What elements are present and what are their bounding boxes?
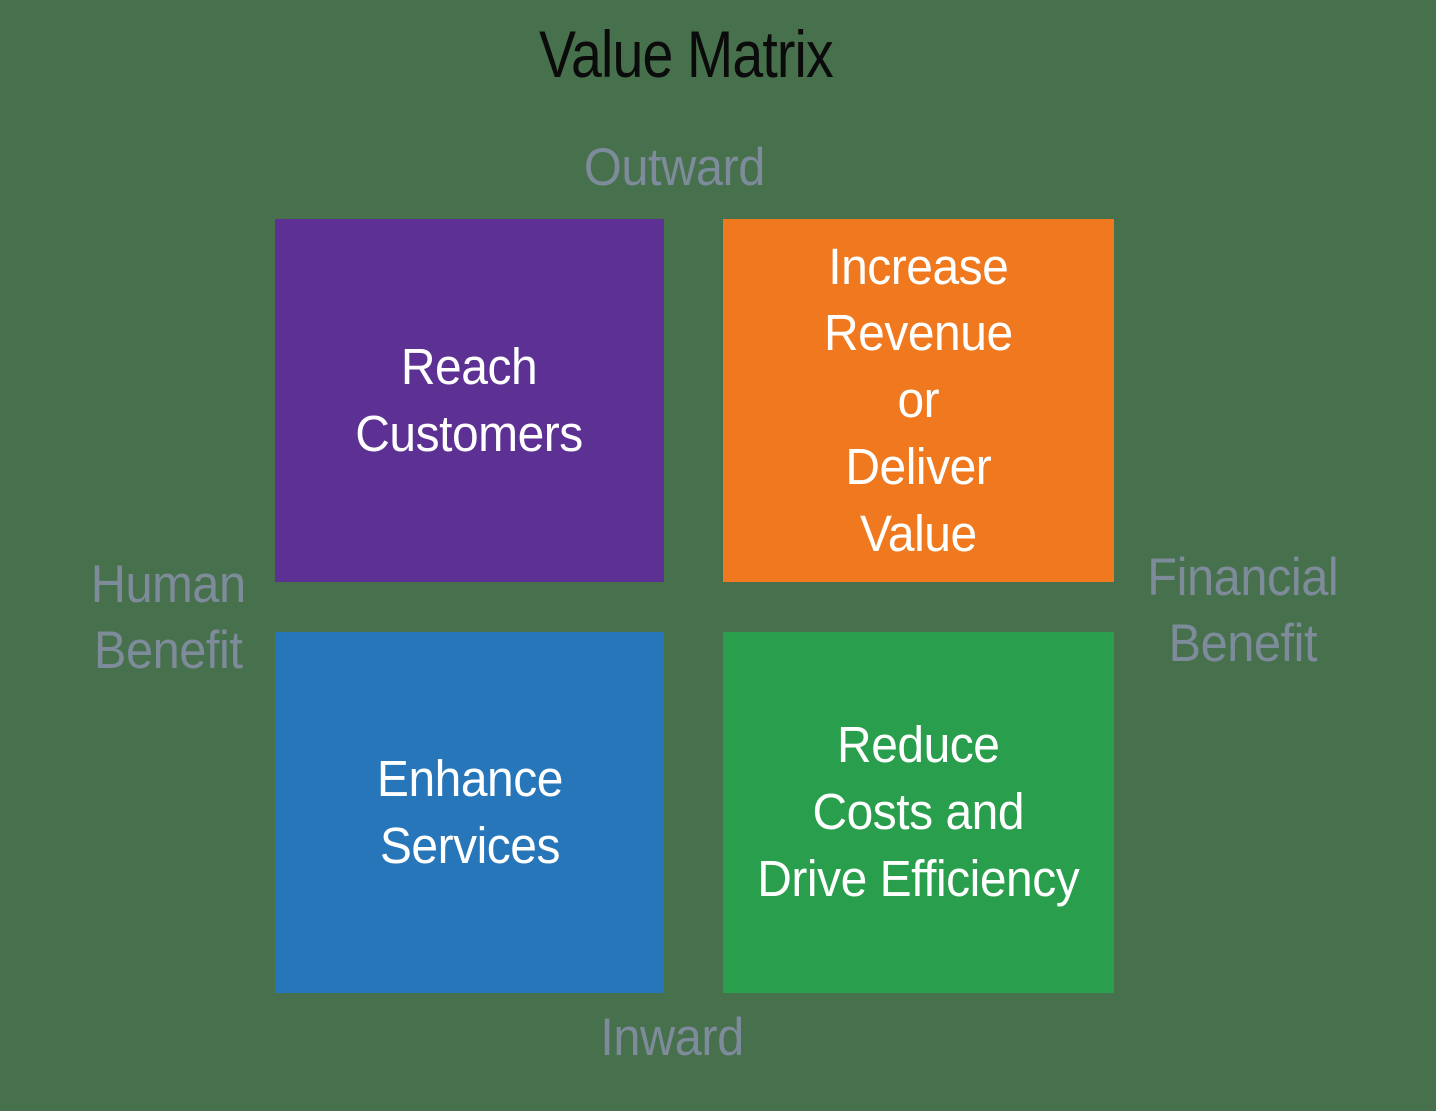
axis-label-human-benefit: Human Benefit <box>18 552 318 683</box>
axis-label-financial-benefit-line2: Benefit <box>1168 613 1318 673</box>
quadrant-enhance-services: Enhance Services <box>275 632 664 993</box>
axis-label-inward: Inward <box>600 1008 744 1067</box>
quadrant-increase-revenue-or-deliver-value: Increase Revenue or Deliver Value <box>723 219 1114 582</box>
axis-label-financial-benefit-line1: Financial <box>1147 548 1339 607</box>
page-title: Value Matrix <box>0 21 1372 87</box>
axis-label-human-benefit-line2: Benefit <box>93 620 243 680</box>
quadrant-reduce-costs-drive-efficiency: Reduce Costs and Drive Efficiency <box>723 632 1114 993</box>
quadrant-reach-customers: Reach Customers <box>275 219 664 582</box>
quadrant-enhance-services-label: Enhance Services <box>376 749 563 874</box>
quadrant-increase-revenue-label: Increase Revenue or Deliver Value <box>824 237 1013 562</box>
page-title-text: Value Matrix <box>539 17 834 91</box>
axis-label-human-benefit-line1: Human <box>90 555 246 614</box>
axis-label-outward: Outward <box>583 138 765 197</box>
axis-label-financial-benefit: Financial Benefit <box>1093 545 1393 676</box>
quadrant-reach-customers-label: Reach Customers <box>355 337 584 462</box>
quadrant-reduce-costs-label: Reduce Costs and Drive Efficiency <box>757 716 1080 907</box>
